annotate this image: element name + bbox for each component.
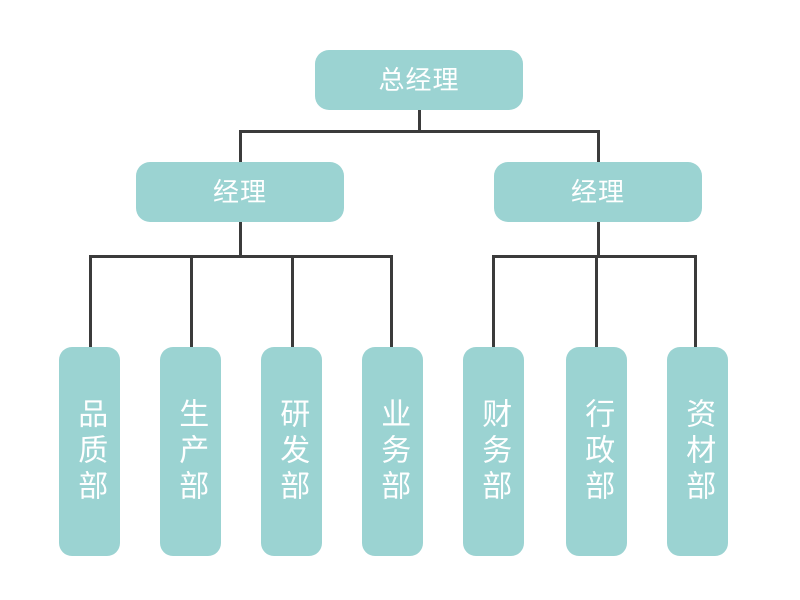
node-dept-quality[interactable]: 品质部 [59, 347, 120, 556]
node-manager-right[interactable]: 经理 [494, 162, 702, 222]
node-dept-finance[interactable]: 财务部 [463, 347, 524, 556]
node-general-manager[interactable]: 总经理 [315, 50, 523, 110]
node-dept-finance-label: 财务部 [477, 397, 511, 506]
connector-root-stem [417, 110, 421, 132]
node-dept-production-label: 生产部 [174, 397, 208, 506]
connector-drop-dept-business [390, 255, 393, 349]
connector-manager-right-bus [492, 255, 697, 258]
connector-drop-dept-finance [492, 255, 495, 349]
connector-root-bus [239, 130, 599, 133]
connector-drop-manager-right [596, 130, 600, 164]
connector-manager-right-stem [596, 222, 600, 256]
connector-drop-dept-production [190, 255, 193, 349]
node-dept-production[interactable]: 生产部 [160, 347, 221, 556]
connector-manager-left-bus [89, 255, 393, 258]
node-dept-materials[interactable]: 资材部 [667, 347, 728, 556]
node-dept-admin[interactable]: 行政部 [566, 347, 627, 556]
node-dept-business-label: 业务部 [376, 397, 410, 506]
connector-drop-manager-left [239, 130, 242, 164]
node-manager-left-label: 经理 [212, 177, 267, 207]
node-dept-materials-label: 资材部 [681, 397, 715, 506]
connector-manager-left-stem [239, 222, 242, 256]
connector-drop-dept-admin [595, 255, 598, 349]
node-dept-rnd[interactable]: 研发部 [261, 347, 322, 556]
connector-drop-dept-rnd [291, 255, 294, 349]
node-dept-admin-label: 行政部 [580, 397, 614, 506]
node-dept-quality-label: 品质部 [73, 397, 107, 506]
node-general-manager-label: 总经理 [378, 65, 460, 95]
node-dept-rnd-label: 研发部 [275, 397, 309, 506]
node-manager-right-label: 经理 [570, 177, 625, 207]
node-manager-left[interactable]: 经理 [136, 162, 344, 222]
connector-drop-dept-quality [89, 255, 92, 349]
connector-drop-dept-materials [694, 255, 697, 349]
node-dept-business[interactable]: 业务部 [362, 347, 423, 556]
